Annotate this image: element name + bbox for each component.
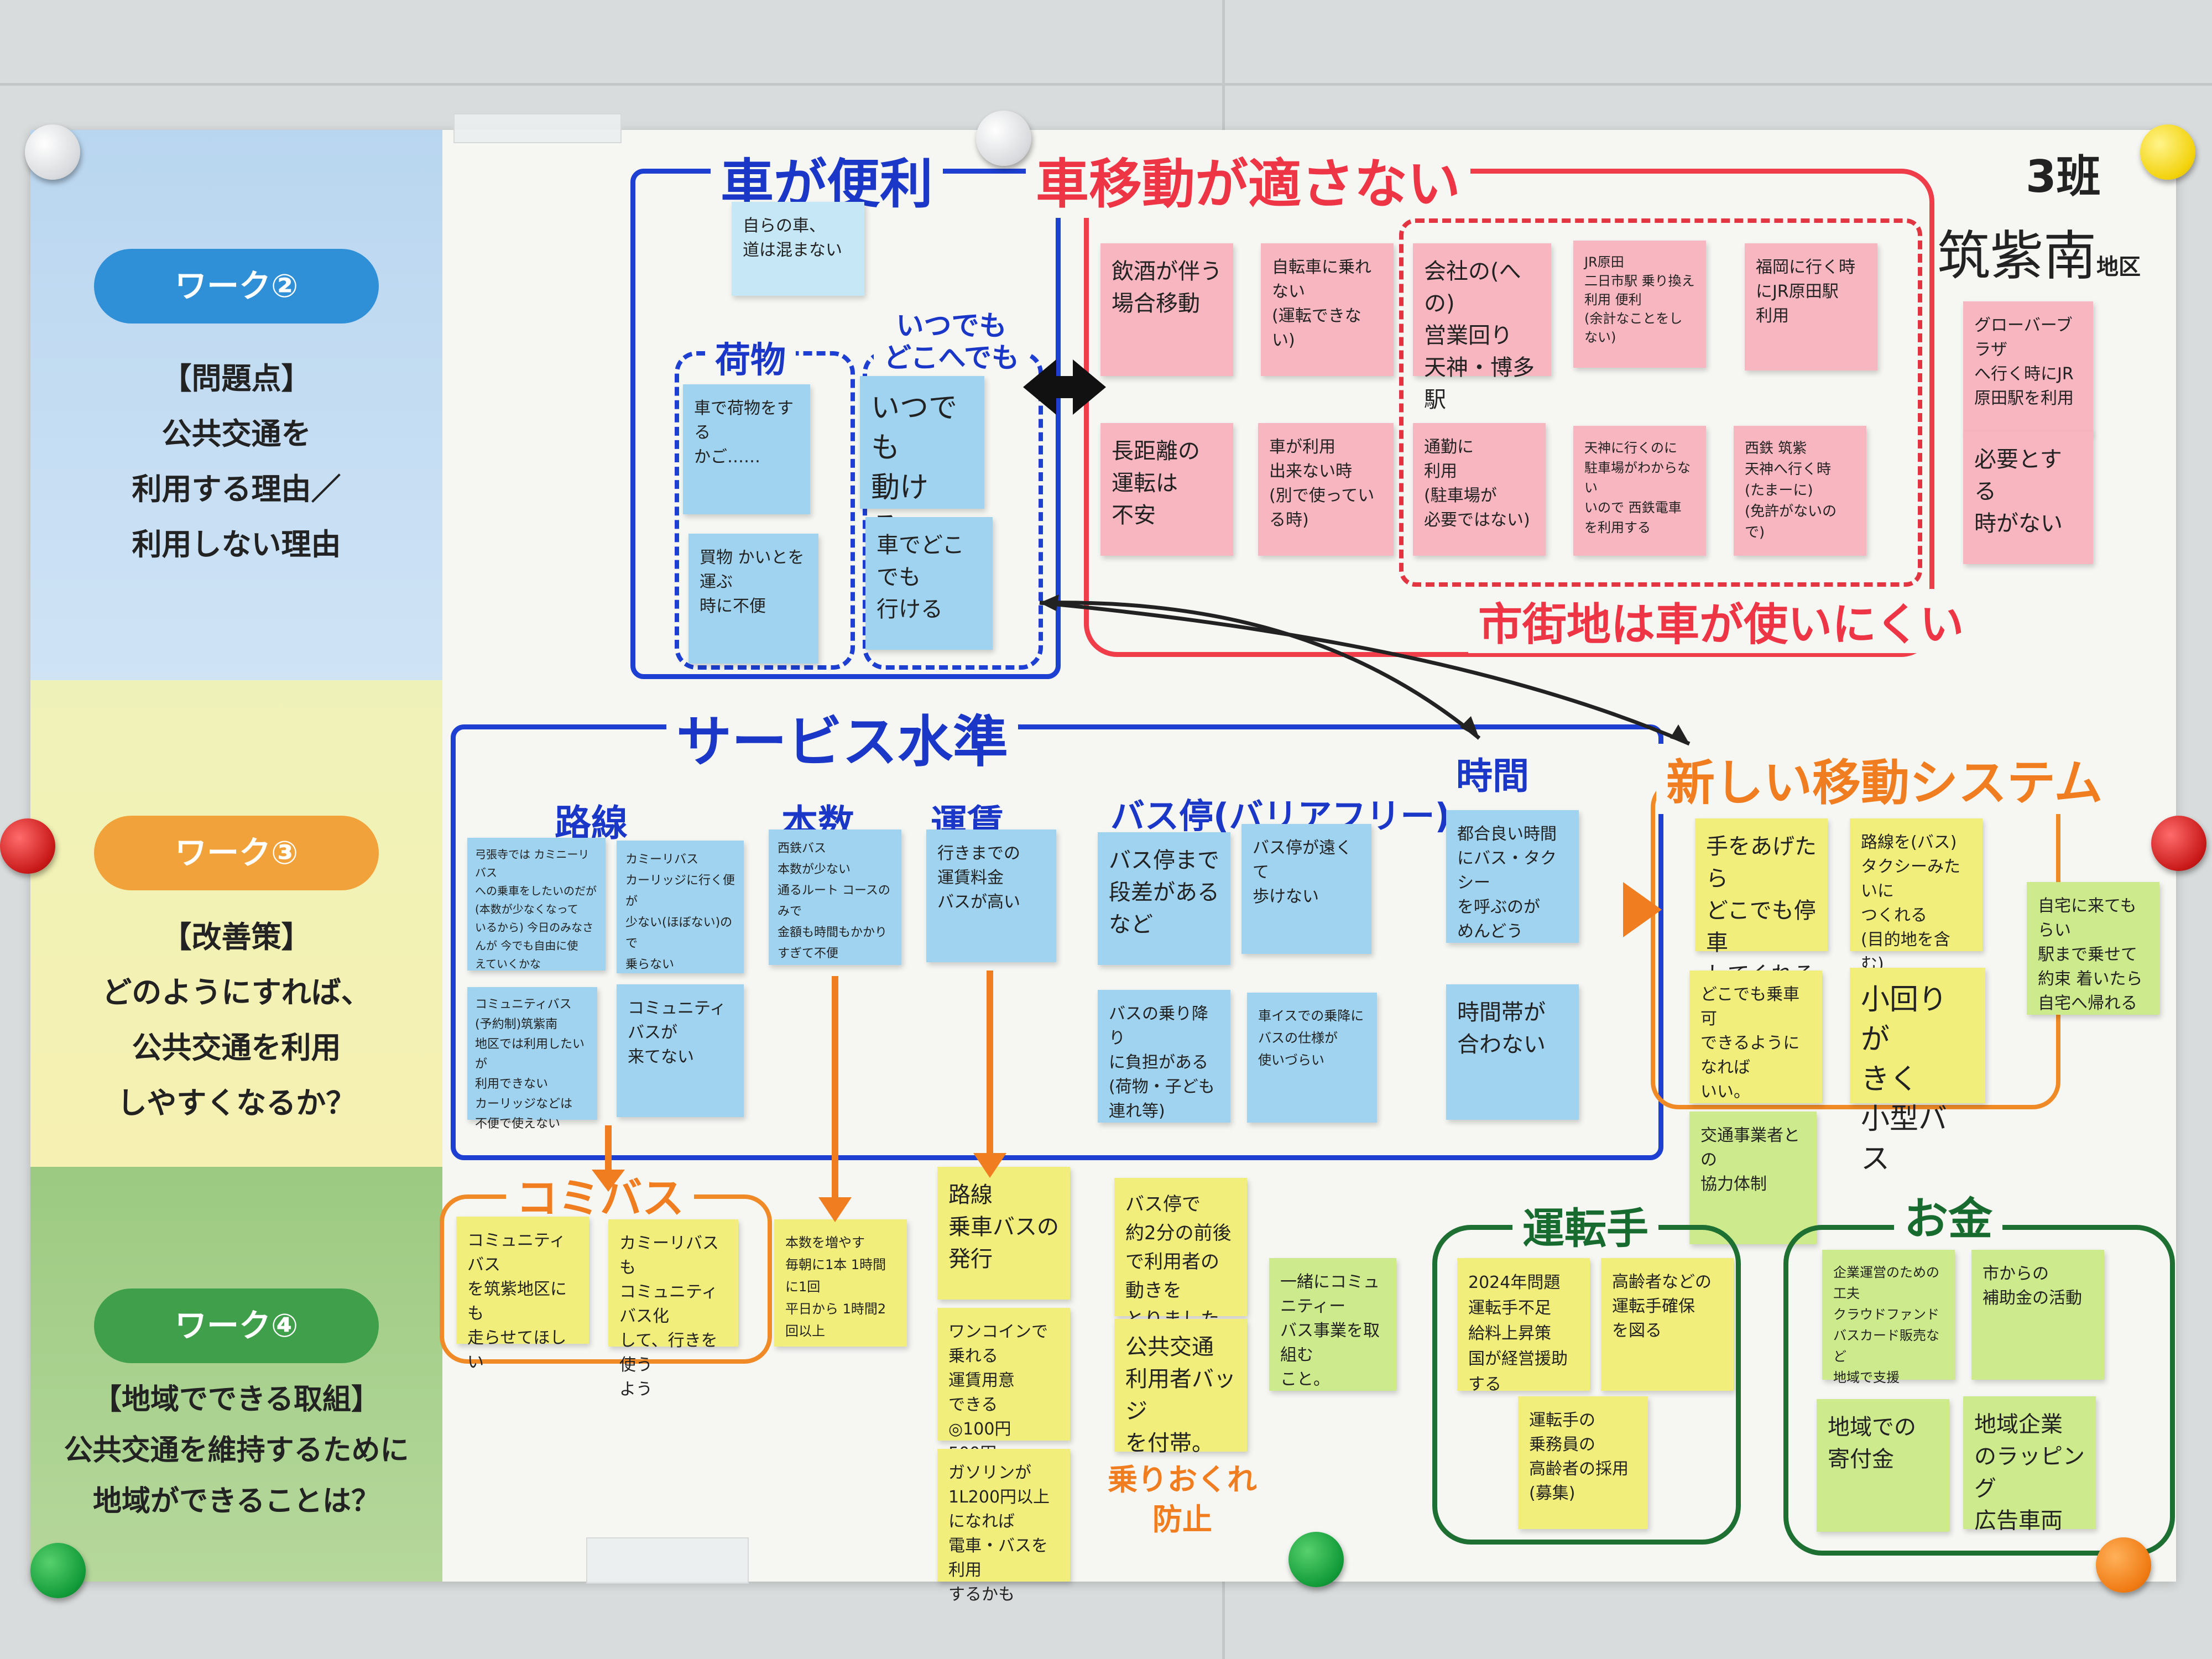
sticky-note: グローバーブラザ へ行く時にJR 原田駅を利用: [1963, 301, 2093, 434]
sticky-note: どこでも乗車可 できるようになれば いい。: [1689, 971, 1822, 1103]
sticky-note: 西鉄バス 本数が少ない 通るルート コースのみで 金額も時間もかかり すぎて不便: [769, 830, 901, 965]
sticky-note: 運転手の 乗務員の 高齢者の採用 (募集): [1518, 1396, 1648, 1529]
sticky-note: 路線 乗車バスの 発行: [937, 1167, 1070, 1300]
sticky-note: いつでも 動ける。: [860, 376, 984, 544]
work3-description: 【改善策】 どのようにすれば、 公共交通を利用 しやすくなるか？: [102, 920, 371, 1120]
driver-title: 運転手: [1512, 1194, 1658, 1255]
sticky-note: コミュニティバスが 来てない: [617, 984, 744, 1117]
work2-description: 【問題点】 公共交通を 利用する理由／ 利用しない理由: [132, 361, 341, 562]
sticky-note: 天神に行くのに 駐車場がわからない いので 西鉄電車 を利用する: [1573, 426, 1706, 556]
sticky-note: 自らの車、 道は混まない: [732, 202, 864, 296]
sticky-note: 車イスでの乗降に バスの仕様が 使いづらい: [1247, 993, 1377, 1123]
magnet: [0, 818, 55, 874]
sticky-note: 市からの 補助金の活動: [1971, 1250, 2104, 1380]
district-name-text: 筑紫南: [1937, 225, 2096, 287]
work4-band: [30, 1167, 442, 1582]
magnet: [2096, 1537, 2151, 1593]
not-suited-subtitle: 市街地は車が使いにくい: [1468, 589, 1974, 653]
sticky-note: コミュニティバス を筑紫地区にも 走らせてほしい: [456, 1217, 589, 1372]
sticky-note: 一緒にコミュニティー バス事業を取組む こと。: [1269, 1258, 1396, 1391]
tape-strip: [453, 113, 622, 143]
work4-description: 【地域でできる取組】 公共交通を維持するために 地域ができることは？: [64, 1383, 409, 1518]
sticky-note: 時間帯が 合わない: [1446, 984, 1579, 1120]
sticky-note: 会社の(への) 営業回り 天神・博多駅: [1413, 243, 1551, 413]
sticky-note: 通勤に 利用 (駐車場が 必要ではない): [1413, 423, 1546, 556]
sticky-note: 飲酒が伴う 場合移動: [1100, 243, 1233, 376]
sticky-note: ガソリンが 1L200円以上 になれば 電車・バスを利用 するかも: [937, 1449, 1070, 1604]
sticky-note: 自宅に来てもらい 駅まで乗せて 約束 着いたら 自宅へ帰れる: [2027, 882, 2159, 1015]
sticky-note: カミーリバスも コミュニティバス化 して、行きを使う よう: [608, 1219, 738, 1399]
sticky-note: 交通事業者との 協力体制: [1689, 1112, 1817, 1244]
arrowhead-icon: [1040, 594, 1689, 744]
sidebar: ワーク② 【問題点】 公共交通を 利用する理由／ 利用しない理由 ワーク③ 【改…: [30, 130, 442, 1582]
district-suffix: 地区: [2096, 254, 2141, 280]
sticky-note: 高齢者などの 運転手確保 を図る: [1601, 1258, 1734, 1391]
service-frame: [451, 724, 1663, 1160]
business-frame: [1399, 218, 1922, 587]
sticky-note: 必要とする 時がない: [1963, 431, 2093, 564]
money-title: お金: [1894, 1183, 2002, 1248]
sticky-note: 行きまでの 運賃料金 バスが高い: [926, 830, 1056, 962]
work2-pill: ワーク②: [94, 249, 379, 324]
magnet: [2140, 124, 2195, 180]
arrows-layer: [592, 359, 1691, 1222]
magnet: [976, 111, 1031, 166]
wall-seam: [0, 83, 2212, 86]
sticky-note: JR原田 二日市駅 乗り換え 利用 便利 (余計なことをしない): [1573, 241, 1706, 368]
sticky-note: バス停まで 段差がある など: [1098, 832, 1230, 965]
sticky-note: 弓張寺では カミニーリバス への乗車をしたいのだが (本数が少なくなって いるか…: [467, 838, 606, 971]
luggage-title: 荷物: [705, 332, 796, 383]
sticky-note: 路線を(バス) タクシーみたいに つくれる (目的地を含む): [1850, 818, 1983, 974]
new-system-title: 新しい移動システム: [1656, 744, 2113, 814]
work3-band: [30, 680, 442, 1167]
sticky-note: 車が利用 出来ない時 (別で使っている時): [1258, 423, 1394, 556]
sticky-note: 公共交通 利用者バッジ を付帯。: [1114, 1319, 1247, 1456]
sticky-note: 買物 かいとを運ぶ 時に不便: [688, 534, 818, 664]
sticky-note: 2024年問題 運転手不足 給料上昇策 国が経営援助する: [1457, 1258, 1590, 1394]
sticky-note: 西鉄 筑紫 天神へ行く時 (たまーに) (免許がないので): [1734, 426, 1866, 556]
not-suited-title: 車移動が適さない: [1026, 141, 1470, 218]
sticky-note: 自転車に乗れ ない (運転できない): [1261, 243, 1394, 376]
poster: ワーク② 【問題点】 公共交通を 利用する理由／ 利用しない理由 ワーク③ 【改…: [30, 130, 2176, 1604]
service-title: サービス水準: [666, 697, 1018, 777]
sticky-note: 長距離の 運転は 不安: [1100, 423, 1233, 556]
sticky-note: 車で荷物をする かご……: [683, 384, 810, 514]
magnet: [1288, 1532, 1344, 1587]
orange-arrow: [605, 971, 993, 1203]
magnet: [2151, 816, 2206, 871]
magnet: [25, 124, 80, 180]
time-heading: 時間: [1446, 747, 1539, 800]
sticky-note: コミュニティバス (予約制)筑紫南 地区では利用したいが 利用できない カーリッ…: [467, 987, 597, 1131]
work3-pill: ワーク③: [94, 816, 379, 890]
work4-pill: ワーク④: [94, 1288, 379, 1363]
sticky-note: バスの乗り降り に負担がある (荷物・子ども連れ等): [1098, 990, 1230, 1123]
sticky-note: バス停で 約2分の前後 で利用者の動きを とりました: [1114, 1178, 1247, 1331]
sticky-note: 都合良い時間 にバス・タクシー を呼ぶのが めんどう: [1446, 810, 1579, 943]
district-name: 筑紫南地区: [1927, 213, 2151, 290]
anytime-title: いつでも どこへでも: [874, 310, 1029, 374]
sticky-note: 地域企業 のラッピング 広告車両: [1963, 1396, 2096, 1533]
sticky-note: 小回りが きく 小型バス: [1850, 968, 1985, 1176]
team-label: 3班: [2016, 141, 2111, 205]
tape-strip: [586, 1537, 749, 1584]
orange-arrowhead-icon: [592, 882, 1662, 1222]
magnet: [30, 1543, 86, 1598]
sticky-note: バス停が遠くて 歩けない: [1241, 824, 1371, 954]
sticky-note: 企業運営のための 工夫 クラウドファンド バスカード販売など 地域で支援: [1822, 1250, 1955, 1385]
sticky-note: カミーリバス カーリッジに行く便が 少ない(ほぼない)ので 乗らない: [617, 841, 744, 973]
sticky-note: 車でどこでも 行ける: [865, 517, 993, 650]
sticky-note: 地域での 寄付金: [1817, 1399, 1949, 1532]
sticky-note: 本数を増やす 毎朝に1本 1時間に1回 平日から 1時間2回以上: [774, 1219, 907, 1347]
connector-arrow: [1039, 601, 1691, 746]
sticky-note: 福岡に行く時 にJR原田駅 利用: [1745, 243, 1877, 371]
prevention-label: 乗りおくれ 防止: [1108, 1462, 1257, 1537]
double-arrow-icon: [1023, 359, 1106, 415]
work2-band: [30, 130, 442, 680]
not-suited-frame: [1084, 169, 1934, 657]
